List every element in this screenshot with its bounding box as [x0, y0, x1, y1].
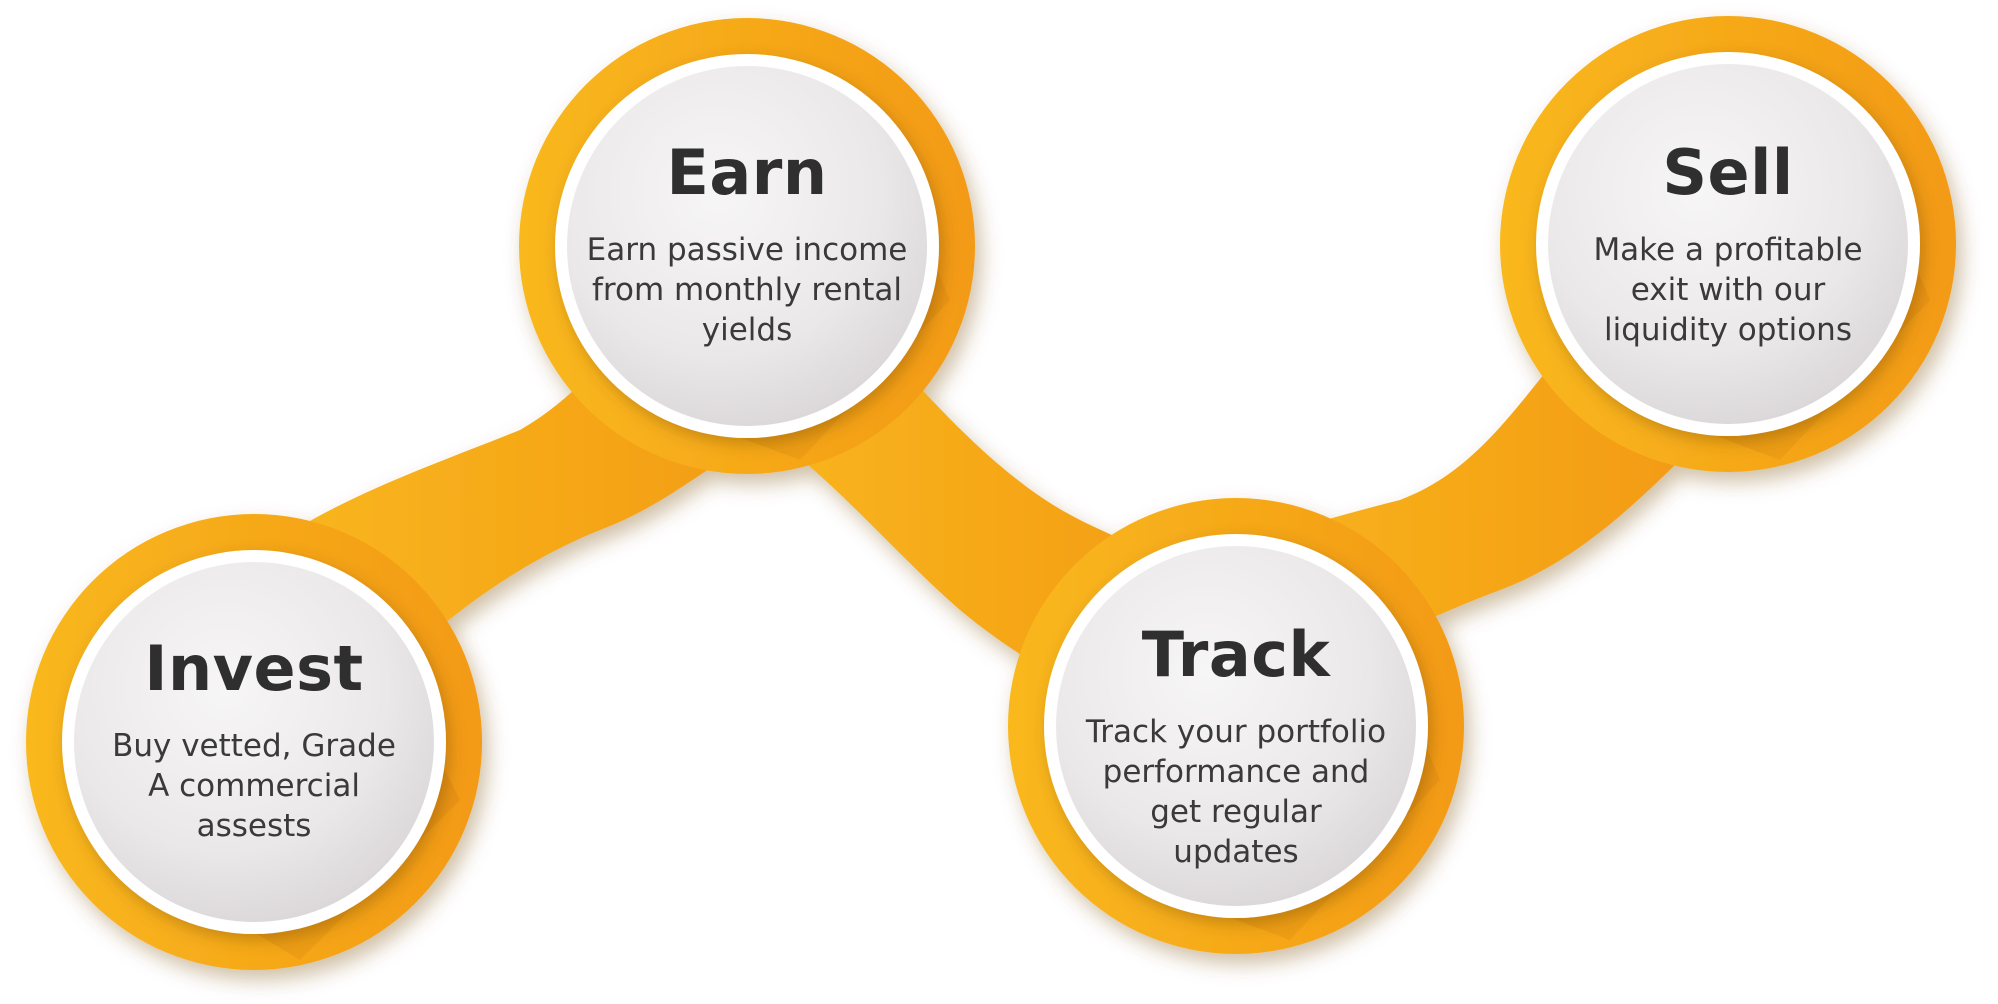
- disc-face-sell: [1548, 64, 1908, 424]
- step-disc-faces: [74, 64, 1908, 922]
- disc-face-track: [1056, 546, 1416, 906]
- disc-face-earn: [567, 66, 927, 426]
- disc-face-invest: [74, 562, 434, 922]
